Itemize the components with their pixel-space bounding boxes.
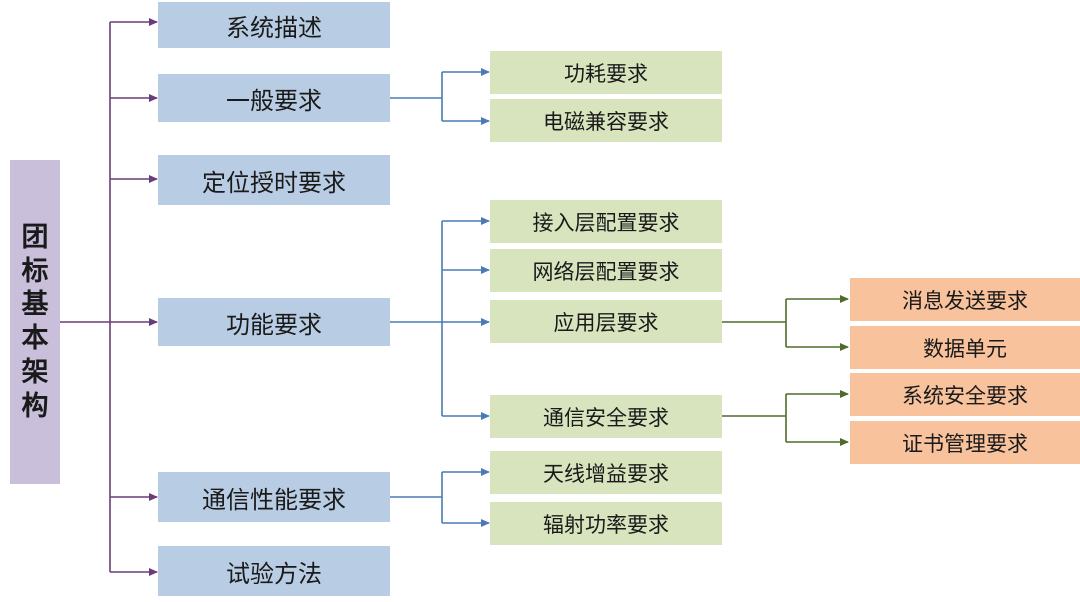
- root-char: 基: [21, 289, 49, 321]
- node-antenna-gain-requirements: 天线增益要求: [490, 451, 722, 494]
- node-network-layer-config-requirements: 网络层配置要求: [490, 249, 722, 292]
- node-system-security-requirements: 系统安全要求: [850, 373, 1080, 416]
- level2-connectors: [390, 68, 490, 527]
- node-function-requirements: 功能要求: [158, 298, 390, 346]
- node-label: 辐射功率要求: [543, 512, 669, 537]
- node-label: 功能要求: [226, 310, 322, 339]
- node-label: 通信性能要求: [202, 485, 346, 514]
- node-label: 通信安全要求: [543, 405, 669, 430]
- node-label: 系统安全要求: [902, 383, 1028, 408]
- node-test-methods: 试验方法: [158, 546, 390, 596]
- root-node: 团 标 基 本 架 构: [10, 160, 60, 484]
- root-char: 构: [21, 390, 49, 422]
- node-system-description: 系统描述: [158, 2, 390, 48]
- node-label: 数据单元: [923, 336, 1007, 361]
- node-label: 接入层配置要求: [532, 210, 680, 235]
- node-data-unit: 数据单元: [850, 326, 1080, 369]
- node-label: 消息发送要求: [902, 288, 1028, 313]
- node-label: 系统描述: [226, 13, 322, 42]
- root-char: 团: [21, 221, 49, 253]
- node-label: 定位授时要求: [202, 168, 346, 197]
- node-label: 天线增益要求: [543, 461, 669, 486]
- node-label: 网络层配置要求: [532, 259, 680, 284]
- node-communication-performance-requirements: 通信性能要求: [158, 472, 390, 522]
- node-positioning-timing-requirements: 定位授时要求: [158, 155, 390, 205]
- node-message-sending-requirements: 消息发送要求: [850, 278, 1080, 321]
- node-label: 应用层要求: [553, 310, 659, 335]
- node-radiated-power-requirements: 辐射功率要求: [490, 502, 722, 545]
- node-access-layer-config-requirements: 接入层配置要求: [490, 200, 722, 243]
- root-char: 标: [21, 255, 49, 287]
- node-certificate-management-requirements: 证书管理要求: [850, 421, 1080, 464]
- node-label: 证书管理要求: [902, 431, 1028, 456]
- node-label: 功耗要求: [564, 61, 648, 86]
- node-power-consumption-requirements: 功耗要求: [490, 51, 722, 94]
- node-label: 电磁兼容要求: [543, 109, 669, 134]
- node-label: 试验方法: [226, 559, 322, 588]
- node-application-layer-requirements: 应用层要求: [490, 300, 722, 343]
- node-general-requirements: 一般要求: [158, 74, 390, 122]
- node-communication-security-requirements: 通信安全要求: [490, 395, 722, 438]
- root-connectors: [60, 18, 158, 576]
- level3-connectors: [722, 295, 849, 446]
- root-char: 架: [21, 356, 49, 388]
- node-emc-requirements: 电磁兼容要求: [490, 99, 722, 142]
- node-label: 一般要求: [226, 86, 322, 115]
- root-char: 本: [21, 323, 49, 354]
